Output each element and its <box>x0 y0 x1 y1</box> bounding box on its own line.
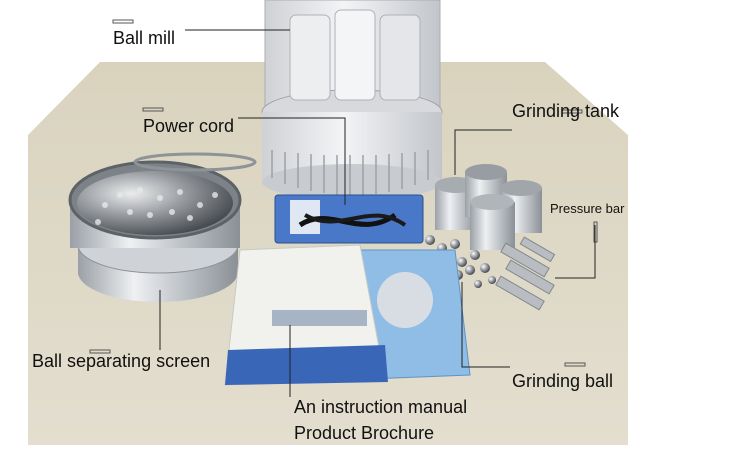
instruction-manual <box>224 244 388 386</box>
ball-mill-label: Ball mill <box>113 28 176 48</box>
ball-separating-screen <box>68 152 257 302</box>
power-cord-label: Power cord <box>143 116 235 136</box>
pressure-bar-label: Pressure bar <box>550 201 625 216</box>
ball-separating-screen-label: Ball separating screen <box>32 351 211 371</box>
power-cord-leader <box>238 117 346 205</box>
ball-mill-machine <box>261 0 443 200</box>
pressure-bar-leader <box>555 225 596 279</box>
grinding-tank-leader <box>454 129 512 175</box>
pressure-bars <box>495 236 556 311</box>
instruction-manual-label: An instruction manual <box>294 397 468 417</box>
grinding-tanks <box>435 164 542 250</box>
power-cord-package <box>274 194 424 244</box>
grinding-ball-label: Grinding ball <box>512 371 614 391</box>
grinding-tank-label: Grinding tank <box>512 101 620 121</box>
grinding-ball-leader <box>461 282 510 368</box>
product-brochure-label: Product Brochure <box>294 423 435 443</box>
